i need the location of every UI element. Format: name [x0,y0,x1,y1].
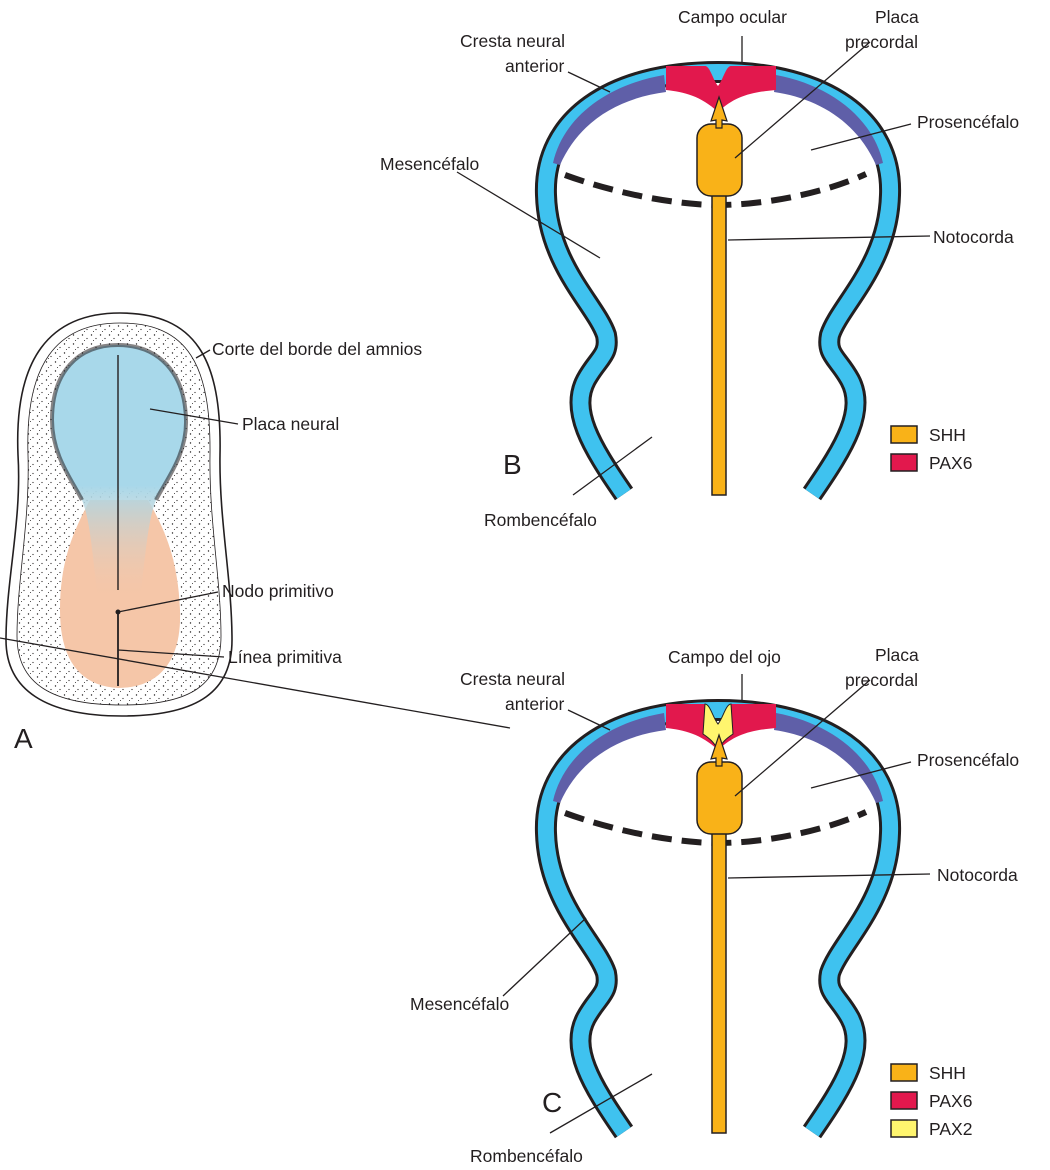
label-crest-2: anterior [505,56,565,76]
legend-label-pax6: PAX6 [929,453,972,473]
prechordal-plate [697,762,742,834]
label-crest-1: Cresta neural [460,669,565,689]
panel-c: Campo del ojo Placa precordal Cresta neu… [0,638,1019,1166]
label-notochord: Notocorda [937,865,1018,885]
label-midbrain: Mesencéfalo [380,154,479,174]
legend-swatch-pax6 [891,454,917,471]
label-prechordal-1: Placa [875,7,919,27]
label-eye-field: Campo ocular [678,7,787,27]
legend-c: SHH PAX6 PAX2 [891,1063,972,1139]
label-crest-2: anterior [505,694,565,714]
label-notochord: Notocorda [933,227,1014,247]
label-midbrain: Mesencéfalo [410,994,509,1014]
label-prechordal-2: precordal [845,670,918,690]
legend-swatch-shh [891,426,917,443]
panel-b: Campo ocular Placa precordal Cresta neur… [380,7,1019,530]
panel-a-letter: A [14,723,33,754]
label-forebrain: Prosencéfalo [917,112,1019,132]
legend-swatch-pax6 [891,1092,917,1109]
label-forebrain: Prosencéfalo [917,750,1019,770]
label-prechordal-2: precordal [845,32,918,52]
label-crest-1: Cresta neural [460,31,565,51]
legend-label-shh: SHH [929,1063,966,1083]
legend-label-shh: SHH [929,425,966,445]
panel-a: Corte del borde del amnios Placa neural … [6,313,422,754]
label-primitive-streak: Línea primitiva [228,647,342,667]
legend-swatch-shh [891,1064,917,1081]
label-prechordal-1: Placa [875,645,919,665]
label-primitive-node: Nodo primitivo [222,581,334,601]
notochord [712,818,726,1133]
notochord [712,180,726,495]
legend-label-pax2: PAX2 [929,1119,972,1139]
label-hindbrain: Rombencéfalo [470,1146,583,1166]
panel-b-letter: B [503,449,522,480]
label-eye-field: Campo del ojo [668,647,781,667]
label-amnion-edge: Corte del borde del amnios [212,339,422,359]
legend-swatch-pax2 [891,1120,917,1137]
legend-b: SHH PAX6 [891,425,972,473]
panel-c-letter: C [542,1087,562,1118]
label-hindbrain: Rombencéfalo [484,510,597,530]
prechordal-plate [697,124,742,196]
label-neural-plate: Placa neural [242,414,339,434]
legend-label-pax6: PAX6 [929,1091,972,1111]
